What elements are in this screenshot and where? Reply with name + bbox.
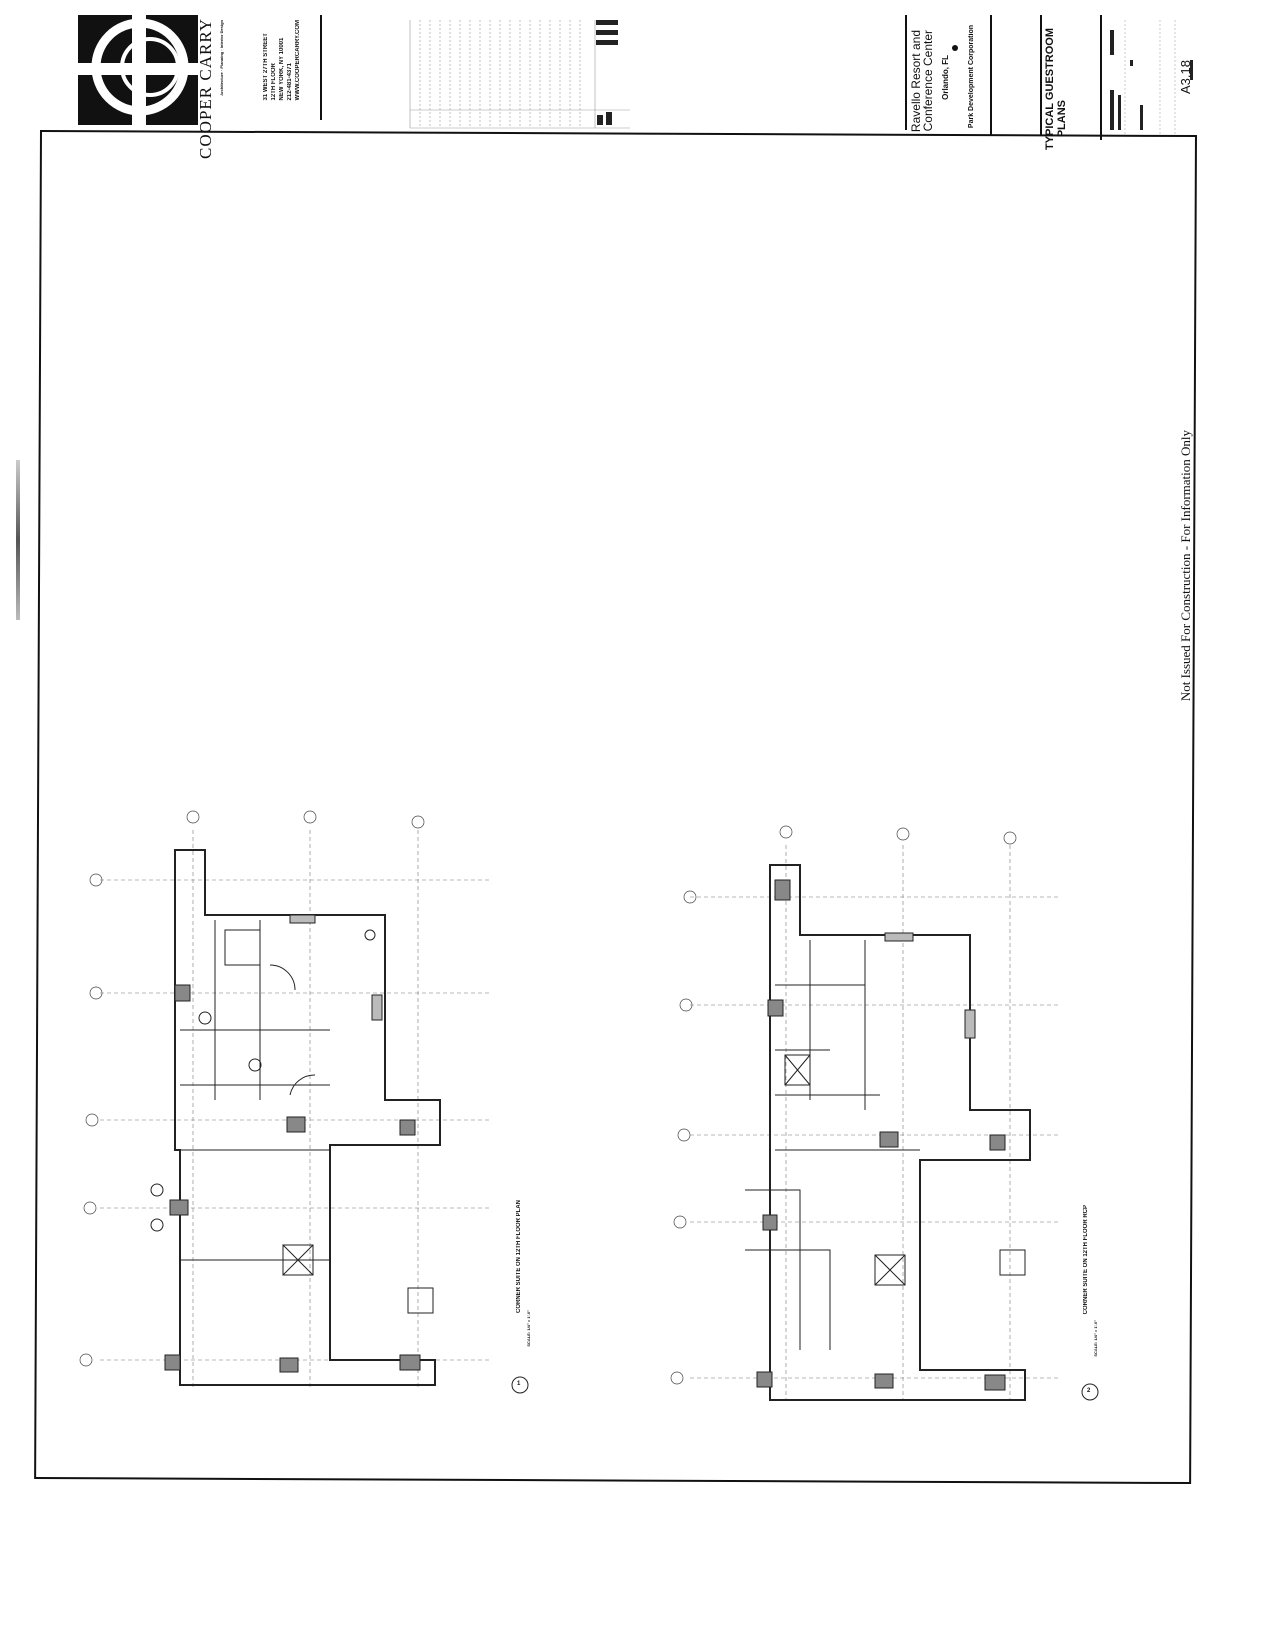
bullet: [952, 45, 958, 51]
drawing-title-2: CORNER SUITE ON 12TH FLOOR RCP: [1083, 1205, 1089, 1315]
divider: [905, 15, 907, 130]
floor-plan-1: [79, 810, 490, 1390]
drawing-number-1: 1: [517, 1381, 521, 1387]
divider: [990, 15, 992, 135]
drawing-scale-2: SCALE: 1/4" = 1'-0": [1093, 1320, 1098, 1357]
firm-logo: [78, 15, 198, 125]
drawing-scale-1: SCALE: 1/4" = 1'-0": [526, 1310, 531, 1347]
floor-plan-2: [670, 825, 1060, 1401]
divider: [1040, 15, 1042, 135]
drawing-number-bubble-1: [511, 1376, 529, 1394]
divider: [320, 15, 322, 120]
drawing-number-2: 2: [1087, 1388, 1091, 1394]
drawing-number-bubble-2: [1081, 1383, 1099, 1401]
scan-artifact: [16, 460, 20, 620]
divider: [1100, 15, 1102, 140]
drawing-title-1: CORNER SUITE ON 12TH FLOOR PLAN: [516, 1200, 522, 1314]
